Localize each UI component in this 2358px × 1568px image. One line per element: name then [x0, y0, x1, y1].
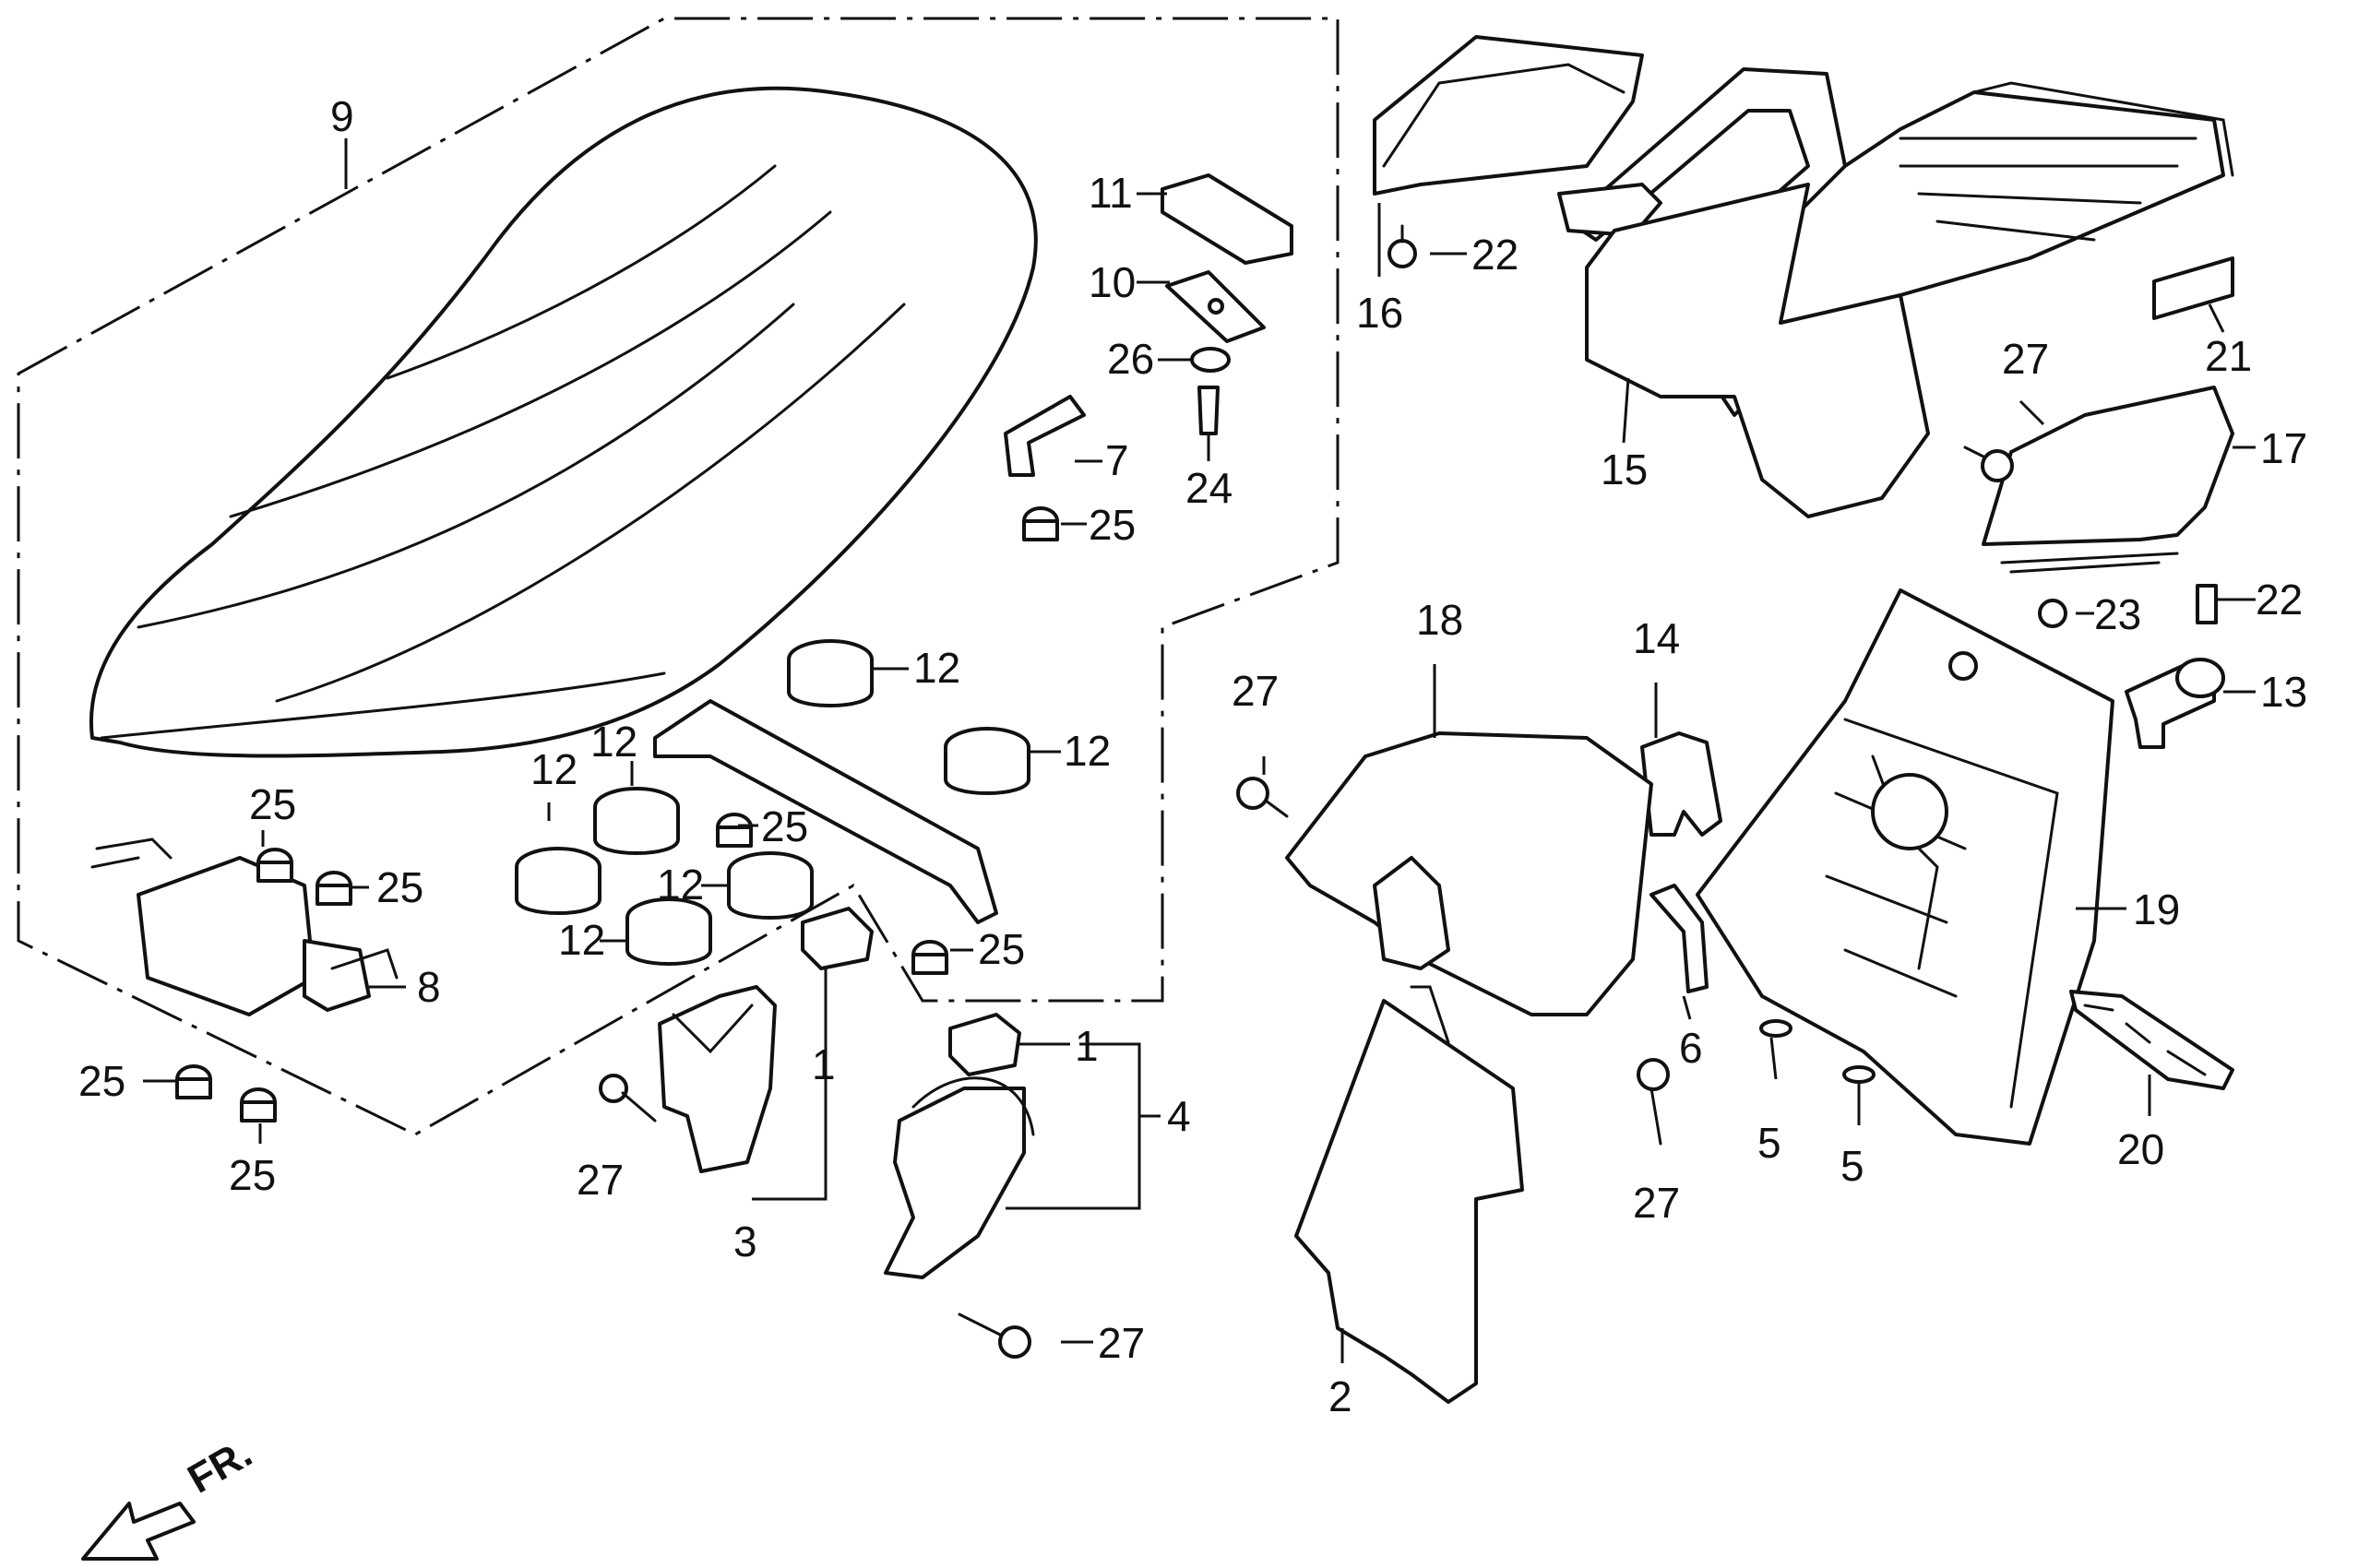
- label-2: 2: [1328, 1372, 1352, 1420]
- label-22a: 22: [1471, 231, 1518, 279]
- screw-24: [1197, 386, 1220, 435]
- label-22b: 22: [2256, 576, 2303, 624]
- inner-fender-2: [1294, 985, 1524, 1404]
- label-1b: 1: [1075, 1022, 1099, 1070]
- label-12d: 12: [590, 718, 637, 766]
- label-26: 26: [1107, 335, 1154, 383]
- seat-bar: [653, 699, 998, 924]
- carrier-15: [1557, 67, 2234, 518]
- grommet-5-left: [1759, 1019, 1792, 1038]
- front-arrow: [81, 1502, 196, 1561]
- hinge-3: [658, 985, 777, 1173]
- grommet-5-right: [1842, 1065, 1876, 1084]
- leader-lines: [143, 138, 2256, 1363]
- label-12b: 12: [1064, 727, 1111, 775]
- label-3: 3: [733, 1218, 757, 1265]
- reflector-16: [1373, 35, 1644, 196]
- label-4: 4: [1167, 1092, 1191, 1140]
- bolt-27-bottom: [958, 1313, 1031, 1359]
- label-25e: 25: [761, 802, 808, 850]
- label-12c: 12: [530, 745, 578, 793]
- label-5b: 5: [1840, 1142, 1864, 1190]
- label-20: 20: [2117, 1125, 2164, 1173]
- label-14: 14: [1633, 614, 1680, 662]
- label-9: 9: [330, 92, 354, 140]
- label-27d: 27: [1633, 1179, 1680, 1227]
- label-16: 16: [1356, 289, 1403, 337]
- bolt-27-right: [1963, 445, 2014, 482]
- seat-rubbers-25: [175, 506, 1059, 1123]
- label-21: 21: [2205, 332, 2252, 380]
- lock-13: [2125, 658, 2225, 749]
- label-25f: 25: [978, 925, 1025, 973]
- bolt-27-mid: [1236, 777, 1289, 818]
- label-15: 15: [1601, 445, 1648, 493]
- label-25d: 25: [229, 1151, 276, 1199]
- label-21: [2152, 256, 2234, 320]
- label-5a: 5: [1757, 1119, 1781, 1167]
- plate-10: [1165, 270, 1266, 343]
- label-17: 17: [2260, 424, 2307, 472]
- label-11: 11: [1089, 169, 1133, 217]
- hinge-assembly-4: [884, 1076, 1035, 1279]
- bolt-27-lower: [1637, 1058, 1670, 1146]
- label-6: 6: [1679, 1024, 1703, 1072]
- label-27b: 27: [1098, 1319, 1145, 1367]
- label-27c: 27: [1232, 667, 1279, 715]
- rubber-1-right: [948, 1013, 1021, 1076]
- spacer-14: [1640, 731, 1722, 837]
- screw-22-top: [1387, 224, 1417, 268]
- label-25c: 25: [78, 1057, 125, 1105]
- label-25a: 25: [249, 780, 296, 828]
- tail-cover-18: [1285, 731, 1653, 1016]
- label-10: 10: [1089, 258, 1136, 306]
- label-7: 7: [1105, 436, 1129, 484]
- bracket-7: [1004, 395, 1086, 477]
- rear-cover-19: [1696, 588, 2114, 1146]
- label-23: 23: [2094, 590, 2141, 638]
- front-label: FR.: [181, 1431, 260, 1503]
- seat: [89, 86, 1038, 758]
- label-25g: 25: [1089, 501, 1136, 549]
- side-cover-17: [1982, 386, 2234, 574]
- seat-lock: [90, 837, 399, 1016]
- label-25b: 25: [376, 863, 423, 911]
- label-24: 24: [1185, 464, 1233, 512]
- bolt-27-left: [599, 1074, 657, 1123]
- label-12e: 12: [657, 861, 704, 909]
- label-8: 8: [417, 963, 441, 1011]
- label-13: 13: [2260, 668, 2307, 716]
- label-27e: 27: [2002, 335, 2049, 383]
- label-12a: 12: [913, 644, 960, 692]
- clip-11: [1161, 173, 1293, 265]
- seat-group-border: [17, 17, 1340, 1136]
- emblem-20: [2069, 990, 2234, 1090]
- label-19: 19: [2133, 885, 2180, 933]
- cushions-12: [515, 639, 1030, 966]
- label-12f: 12: [558, 916, 605, 964]
- rubber-1-left: [801, 907, 874, 970]
- screw-22-right: [2196, 584, 2218, 624]
- label-18: 18: [1416, 596, 1463, 644]
- washer-26: [1190, 347, 1231, 373]
- screw-23: [2038, 599, 2067, 628]
- label-1a: 1: [812, 1040, 836, 1088]
- part-labels: 9 11 10 26 24 7 25 12 12 12 12 12 12 25 …: [78, 92, 2307, 1420]
- label-27a: 27: [577, 1156, 624, 1204]
- clip-6: [1649, 884, 1709, 993]
